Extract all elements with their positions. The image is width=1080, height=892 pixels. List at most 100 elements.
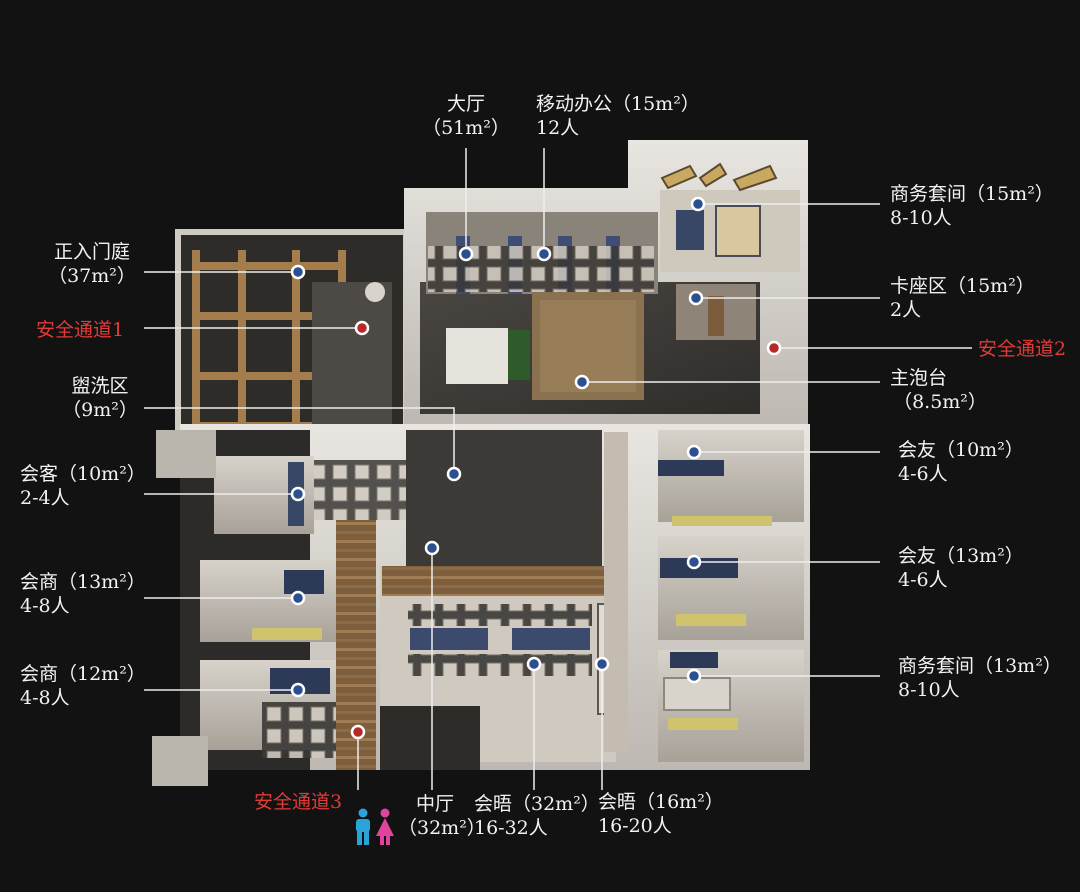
marker-booth (688, 290, 704, 306)
label-mid-hall: 中厅 （32m²） (398, 792, 486, 840)
label-friends2-name: 会友（13m²） (898, 545, 1024, 567)
biz-chairs-2 (262, 702, 336, 758)
label-friends1-people: 4-6人 (898, 463, 948, 485)
suite-desk-1 (676, 210, 704, 250)
label-biz2-name: 会商（12m²） (20, 663, 146, 685)
female-toilet-icon (376, 808, 394, 845)
meeting-chairs-bottom (408, 654, 592, 676)
lounge-rug (446, 328, 508, 384)
label-meet2-name: 会晤（16m²） (598, 791, 724, 813)
plant-box (508, 330, 530, 380)
stone-wall-strip (604, 432, 628, 752)
label-exit3-name: 安全通道3 (254, 791, 343, 813)
friends-table-1 (658, 460, 724, 476)
marker-tea-bar (574, 374, 590, 390)
label-washroom-name: 盥洗区 (71, 375, 129, 397)
label-washroom: 盥洗区 （9m²） (60, 374, 140, 422)
dark-strip-bottom (380, 706, 480, 770)
friends-rug-2 (676, 614, 746, 626)
entry-disc (365, 282, 385, 302)
label-tea-bar-name: 主泡台 (890, 367, 948, 389)
label-exit2-name: 安全通道2 (978, 338, 1067, 360)
label-booth: 卡座区（15m²） 2人 (890, 274, 1035, 322)
label-mobile-office-people: 12人 (536, 117, 580, 139)
guest-chairs (314, 460, 406, 520)
tea-bar-carpet-texture (540, 300, 636, 392)
marker-mid-hall (424, 540, 440, 556)
corner-wall-tl (156, 430, 216, 478)
label-guest-people: 2-4人 (20, 487, 70, 509)
suite-sofa-2 (663, 677, 731, 711)
label-mid-hall-area: （32m²） (398, 817, 486, 839)
label-meet1-name: 会晤（32m²） (474, 793, 600, 815)
marker-meet1 (526, 656, 542, 672)
label-suite2-name: 商务套间（13m²） (898, 655, 1062, 677)
label-exit3: 安全通道3 (254, 790, 342, 814)
marker-friends2 (686, 554, 702, 570)
meeting-pergola (382, 566, 612, 596)
label-meet2-people: 16-20人 (598, 815, 672, 837)
label-tea-bar: 主泡台 （8.5m²） (890, 366, 990, 414)
label-meet1: 会晤（32m²） 16-32人 (474, 792, 600, 840)
label-guest-name: 会客（10m²） (20, 463, 146, 485)
label-meet1-people: 16-32人 (474, 817, 548, 839)
label-hall-name: 大厅 (446, 93, 485, 115)
label-hall: 大厅 （51m²） (414, 92, 518, 140)
male-toilet-icon (356, 808, 370, 845)
marker-biz2 (290, 682, 306, 698)
marker-mobile-office (536, 246, 552, 262)
suite-rug-2 (668, 718, 738, 730)
label-biz2-people: 4-8人 (20, 687, 70, 709)
label-exit1-name: 安全通道1 (36, 319, 125, 341)
label-suite2: 商务套间（13m²） 8-10人 (898, 654, 1062, 702)
label-suite2-people: 8-10人 (898, 679, 960, 701)
marker-hall (458, 246, 474, 262)
label-biz1-people: 4-8人 (20, 595, 70, 617)
marker-friends1 (686, 444, 702, 460)
label-biz1: 会商（13m²） 4-8人 (20, 570, 146, 618)
label-entry-area: （37m²） (48, 265, 136, 287)
meeting-table-1 (410, 628, 488, 650)
building (152, 140, 810, 786)
leader-lines (144, 148, 972, 790)
marker-meet2 (594, 656, 610, 672)
marker-biz1 (290, 590, 306, 606)
marker-entry (290, 264, 306, 280)
label-biz1-name: 会商（13m²） (20, 571, 146, 593)
label-mobile-office-name: 移动办公（15m²） (536, 93, 700, 115)
label-entry-name: 正入门庭 (53, 241, 130, 263)
label-washroom-area: （9m²） (62, 399, 138, 421)
meeting-table-2 (512, 628, 590, 650)
corner-wall-bl (152, 736, 208, 786)
label-exit2: 安全通道2 (978, 337, 1066, 361)
label-suite1-name: 商务套间（15m²） (890, 183, 1054, 205)
marker-guest (290, 486, 306, 502)
label-guest: 会客（10m²） 2-4人 (20, 462, 146, 510)
label-meet2: 会晤（16m²） 16-20人 (598, 790, 724, 838)
booth-table (708, 296, 724, 336)
marker-exit2 (766, 340, 782, 356)
friends-table-2 (660, 558, 738, 578)
markers (290, 196, 782, 740)
label-friends1-name: 会友（10m²） (898, 439, 1024, 461)
skylights (660, 162, 778, 192)
label-exit1: 安全通道1 (36, 318, 124, 342)
friends-rug-1 (672, 516, 772, 526)
label-booth-people: 2人 (890, 299, 922, 321)
biz-rug-1 (252, 628, 322, 640)
marker-suite2 (686, 668, 702, 684)
label-mid-hall-name: 中厅 (415, 793, 454, 815)
suite-table-2 (670, 652, 718, 668)
marker-washroom (446, 466, 462, 482)
marker-suite1 (690, 196, 706, 212)
label-friends2: 会友（13m²） 4-6人 (898, 544, 1024, 592)
label-mobile-office: 移动办公（15m²） 12人 (536, 92, 700, 140)
biz-table-1 (284, 570, 324, 594)
meeting-chairs-top (408, 604, 592, 626)
label-entry: 正入门庭 （37m²） (44, 240, 140, 288)
label-hall-area: （51m²） (422, 117, 510, 139)
label-tea-bar-area: （8.5m²） (893, 391, 987, 413)
label-biz2: 会商（12m²） 4-8人 (20, 662, 146, 710)
marker-exit3 (350, 724, 366, 740)
